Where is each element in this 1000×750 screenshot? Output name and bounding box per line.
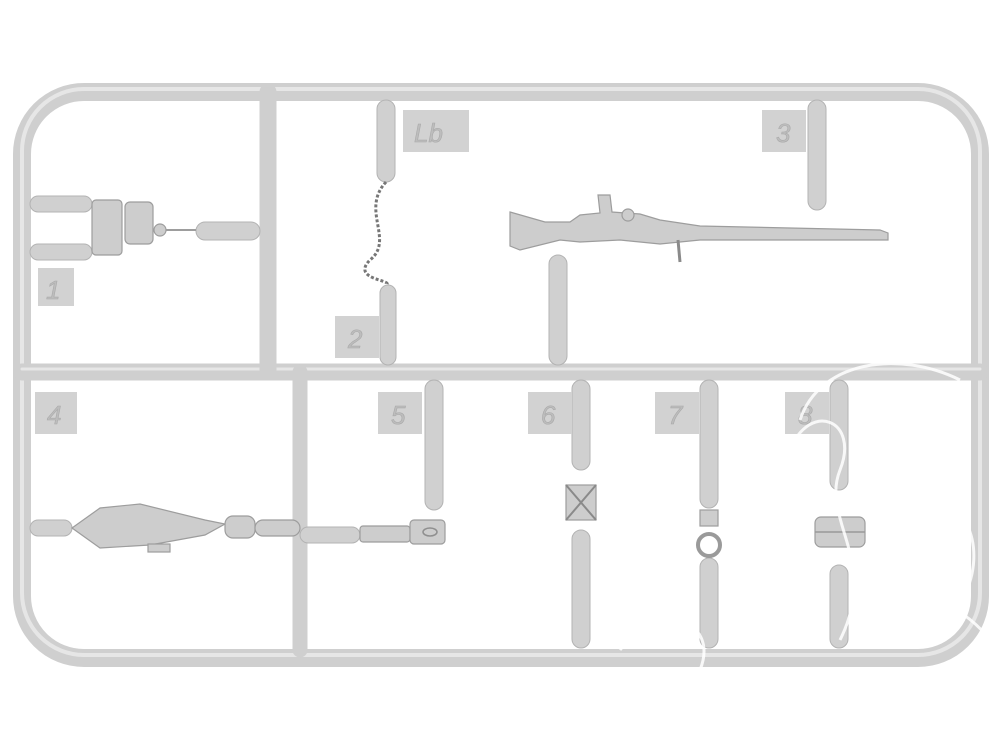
runners [29,99,849,649]
part-tag-6: 6 [528,392,572,434]
part-3-machine-gun [509,194,889,263]
svg-text:8: 8 [798,400,813,430]
part-tag-4: 4 [35,392,77,434]
part-7-ring [696,509,722,558]
svg-text:5: 5 [391,400,406,430]
part-1-bracket [91,199,196,256]
svg-text:3: 3 [776,118,791,148]
part-tag-lb: Lb [403,110,469,152]
svg-text:4: 4 [47,400,61,430]
svg-text:7: 7 [668,400,684,430]
part-tag-1: 1 [38,268,74,306]
svg-text:1: 1 [46,275,60,305]
part-tag-2: 2 [335,316,379,358]
part-tag-5: 5 [378,392,422,434]
svg-text:6: 6 [541,400,556,430]
part-5-bipod-leg [359,519,446,545]
part-tag-8: 8 [785,392,829,434]
part-tag-3: 3 [762,110,806,152]
part-6-cross-plate [565,484,597,521]
svg-text:Lb: Lb [414,118,443,148]
part-lb-chain [363,180,389,287]
svg-text:2: 2 [347,324,363,354]
part-4-sling-frame [70,503,301,553]
watermark-logo [618,362,992,671]
part-tag-7: 7 [655,392,699,434]
